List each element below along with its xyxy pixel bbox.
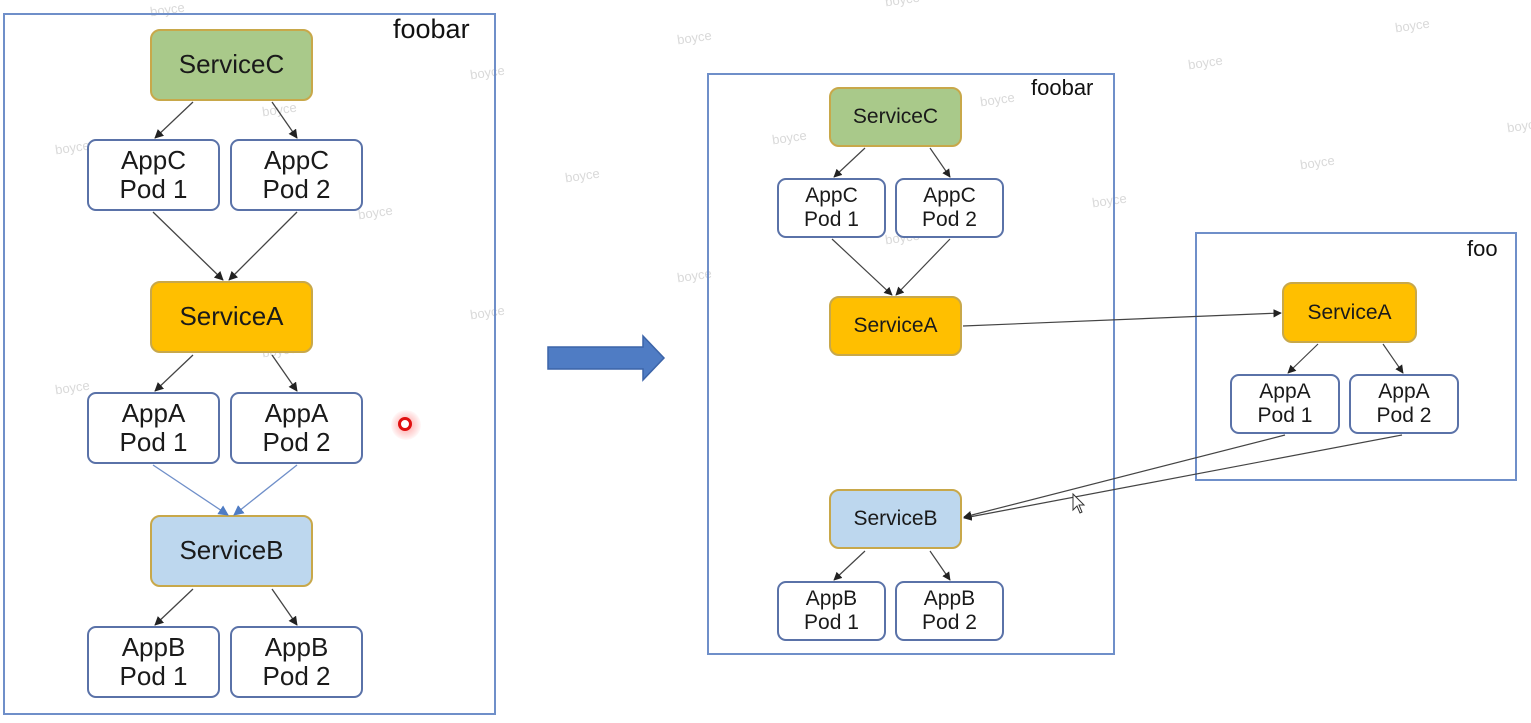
service-c-node: ServiceC	[150, 29, 313, 101]
namespace-label: foobar	[1031, 75, 1094, 100]
mouse-pointer-icon	[1072, 492, 1086, 514]
namespace-label: foobar	[393, 14, 470, 44]
service-b-node: ServiceB	[150, 515, 313, 587]
edge	[154, 354, 194, 392]
edge	[271, 588, 298, 626]
edge	[152, 464, 229, 516]
service-a-node: ServiceA	[1282, 282, 1417, 343]
namespace-foobar-after	[707, 73, 1115, 655]
right-arrow-icon	[547, 334, 666, 382]
edge	[1287, 343, 1319, 374]
namespace-label: foo	[1467, 236, 1498, 261]
edge-foo-pod2-to-service-b	[963, 434, 1403, 521]
namespace-foobar-before	[3, 13, 496, 715]
edge	[152, 211, 224, 281]
edge	[233, 464, 298, 516]
edge	[228, 211, 298, 281]
edge-foo-pod1-to-service-b	[963, 434, 1286, 520]
edge	[154, 101, 194, 139]
service-b-node: ServiceB	[829, 489, 962, 549]
edge	[895, 238, 951, 296]
edge	[929, 550, 951, 581]
namespace-foo	[1195, 232, 1517, 481]
edge	[929, 147, 951, 178]
edge	[271, 101, 298, 139]
edge	[1382, 343, 1404, 374]
cursor-dot	[398, 417, 412, 431]
service-c-node: ServiceC	[829, 87, 962, 147]
edge	[831, 238, 893, 296]
service-a-node: ServiceA	[829, 296, 962, 356]
service-a-node: ServiceA	[150, 281, 313, 353]
edge	[833, 147, 866, 178]
edge	[154, 588, 194, 626]
edge-service-a-to-foo	[962, 309, 1282, 327]
edge	[271, 354, 298, 392]
edge	[833, 550, 866, 581]
